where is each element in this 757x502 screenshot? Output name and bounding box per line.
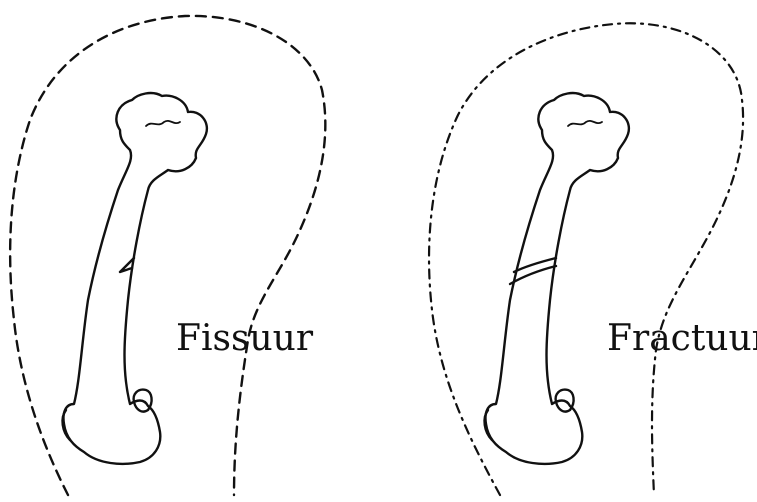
femoral-head-detail-left [146,121,180,126]
label-fracture: Fractuur [607,318,757,359]
limb-outline-right [429,23,743,495]
label-fissure: Fissuur [176,318,313,359]
panel-fissure [10,16,325,495]
femoral-head-detail-right [568,121,602,126]
limb-outline-left [10,16,325,495]
panel-fracture [429,23,743,495]
femur-left [63,93,206,464]
femur-right [485,93,628,464]
